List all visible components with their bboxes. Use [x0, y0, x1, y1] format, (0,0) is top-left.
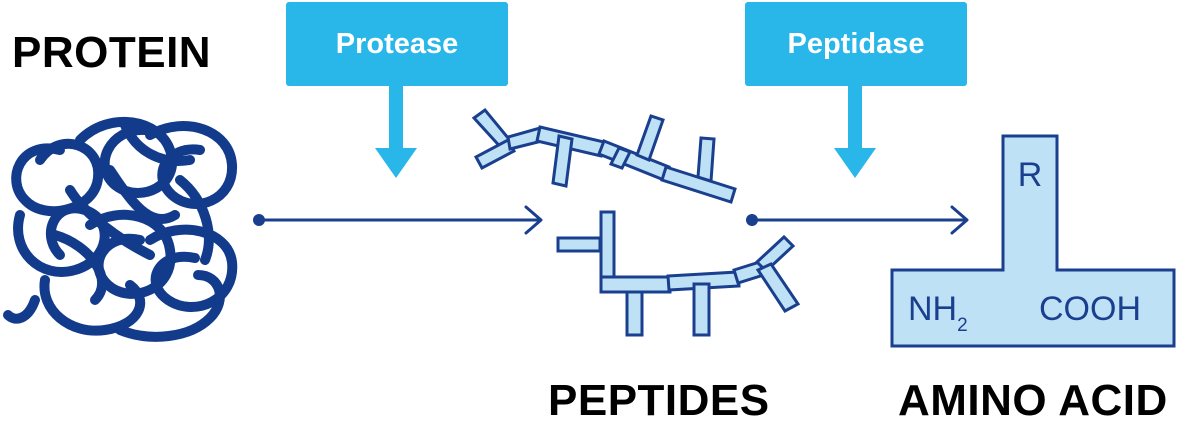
peptides-label: PEPTIDES — [548, 376, 770, 425]
protease-down-arrow — [375, 84, 417, 178]
amino-acid-label: AMINO ACID — [898, 376, 1168, 425]
peptidase-box: Peptidase — [745, 2, 967, 86]
amino-acid-shape — [890, 134, 1176, 348]
upper-peptide-icon — [471, 107, 737, 204]
peptides-to-amino-acid-arrow — [746, 205, 969, 235]
carboxyl-group: COOH — [1039, 290, 1141, 328]
protein-to-peptides-arrow — [253, 205, 543, 235]
lower-peptide-icon — [556, 210, 801, 337]
protein-coil-icon — [3, 116, 238, 342]
protein-label: PROTEIN — [12, 28, 212, 77]
amino-acid-structure: R NH2 COOH — [890, 134, 1176, 348]
peptidase-down-arrow — [834, 84, 876, 178]
side-chain-r: R — [1018, 156, 1043, 194]
protease-box: Protease — [286, 2, 508, 86]
amine-group: NH2 — [908, 290, 968, 336]
